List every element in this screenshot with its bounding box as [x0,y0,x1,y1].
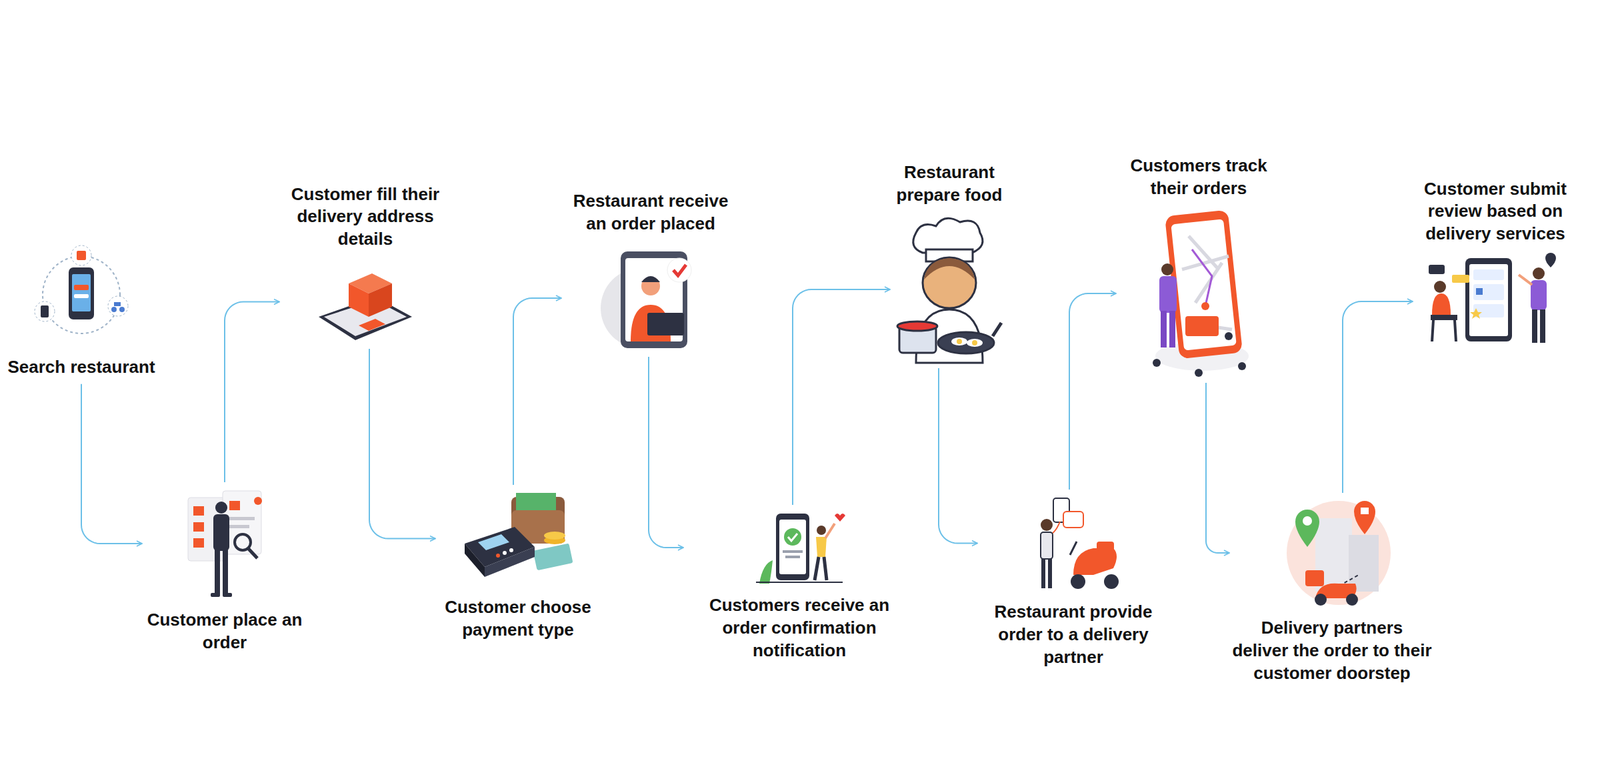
icon-area [896,216,1003,363]
icon-area [181,487,268,600]
step-label: Customer submit review based on delivery… [1415,178,1576,246]
review-illustration [1428,252,1556,343]
process-step: Delivery partners deliver the order to t… [1232,498,1432,684]
process-step: Customers track their orders [1118,154,1279,378]
handover-illustration [1040,498,1119,589]
search-illustration [34,245,128,334]
tracking-illustration [1152,210,1249,377]
flow-arrow [1342,301,1413,493]
step-label: Delivery partners deliver the order to t… [1232,616,1432,684]
process-step: Customer choose payment type [438,490,598,642]
step-label: Customer choose payment type [438,596,598,642]
flow-arrow [1069,293,1116,490]
step-label: Customers receive an order confirmation … [686,594,913,662]
process-step: Customer submit review based on delivery… [1415,178,1576,348]
flow-arrow [513,298,562,485]
flow-arrow [81,384,142,544]
process-step: Customer place an order [144,487,305,654]
address-illustration [318,273,412,340]
confirmation-illustration [756,513,846,584]
step-label: Customer place an order [144,608,305,654]
process-step: Restaurant receive an order placed [564,190,738,352]
icon-area [31,244,132,347]
flow-arrow [792,289,890,505]
icon-area [594,244,708,352]
step-label: Restaurant prepare food [892,161,1006,207]
icon-area [312,260,419,344]
step-label: Customer fill their delivery address det… [282,183,449,251]
icon-area [1148,209,1249,378]
step-label: Restaurant receive an order placed [564,190,738,236]
icon-area [461,490,575,587]
flow-arrow [1206,382,1230,553]
chef-illustration [897,218,1002,363]
flow-arrow [648,356,684,548]
flow-arrow [938,368,978,544]
order-illustration [188,490,262,597]
doorstep-illustration [1286,500,1391,606]
icon-area [1275,498,1389,608]
process-step: Restaurant provide order to a delivery p… [980,494,1167,668]
process-step: Search restaurant [7,244,155,379]
icon-area [756,510,843,585]
icon-area [1425,254,1566,348]
process-step: Restaurant prepare food [892,161,1006,363]
receive-illustration [600,251,692,348]
step-label: Search restaurant [7,356,155,379]
flow-arrow [369,348,436,539]
icon-area [1023,494,1124,592]
payment-illustration [464,492,574,577]
step-label: Restaurant provide order to a delivery p… [980,600,1167,668]
flow-arrow [224,302,280,483]
process-step: Customer fill their delivery address det… [282,183,449,344]
process-step: Customers receive an order confirmation … [686,510,913,662]
step-label: Customers track their orders [1118,154,1279,200]
